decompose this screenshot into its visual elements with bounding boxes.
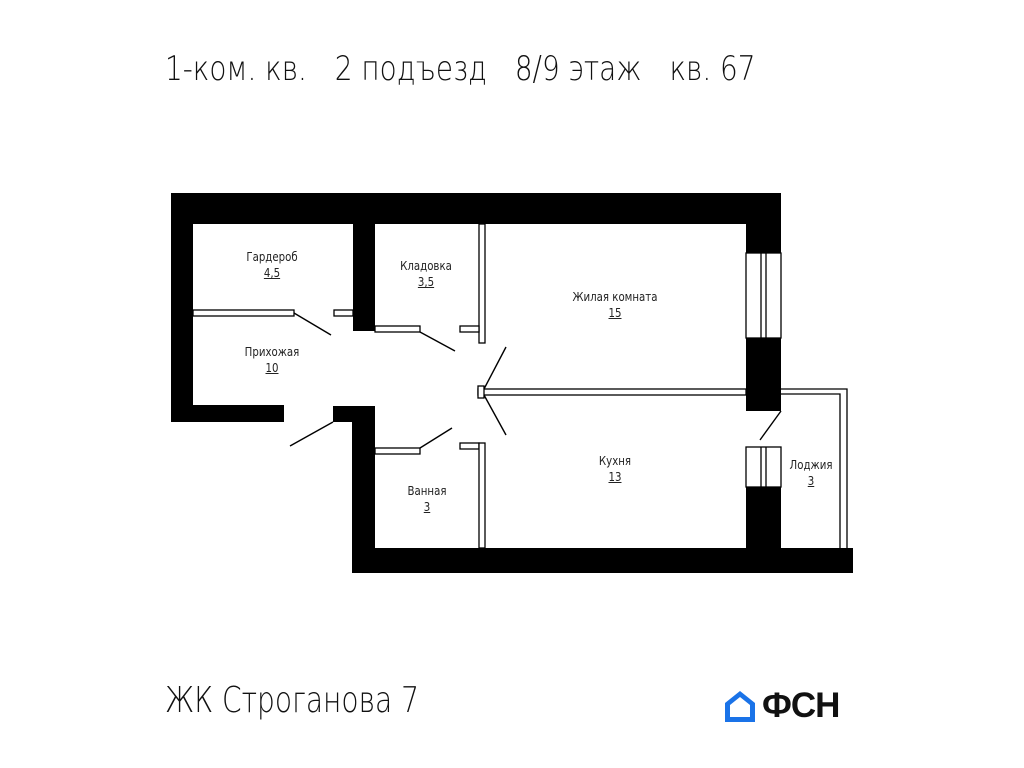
apartment-number: кв. 67 <box>669 49 756 89</box>
logo-text: ФСН <box>762 686 840 725</box>
room-area: 3 <box>423 500 431 514</box>
room-name: Гардероб <box>246 250 298 264</box>
room-wardrobe: Гардероб 4,5 <box>238 249 306 281</box>
room-area: 15 <box>608 306 622 320</box>
partitions <box>192 223 848 549</box>
entrance-number: 2 подъезд <box>334 49 487 89</box>
room-bathroom: Ванная 3 <box>393 483 461 515</box>
room-name: Ванная <box>407 484 447 498</box>
room-hallway: Прихожая 10 <box>238 344 306 376</box>
brand-logo: ФСН <box>724 686 840 726</box>
door-swings <box>289 312 782 449</box>
room-name: Прихожая <box>244 345 300 359</box>
room-loggia: Лоджия 3 <box>785 457 838 489</box>
room-name: Кладовка <box>400 259 452 273</box>
walls <box>171 193 853 573</box>
windows <box>745 252 782 488</box>
room-storage: Кладовка 3,5 <box>392 258 460 290</box>
floor-number: 8/9 этаж <box>514 49 642 89</box>
house-icon <box>725 690 755 722</box>
room-area: 10 <box>265 361 279 375</box>
complex-name: ЖК Строганова 7 <box>165 680 420 721</box>
room-name: Жилая комната <box>572 290 658 304</box>
room-living: Жилая комната 15 <box>564 289 666 321</box>
room-area: 3,5 <box>417 275 435 289</box>
room-name: Лоджия <box>789 458 833 472</box>
room-area: 4,5 <box>263 266 281 280</box>
room-kitchen: Кухня 13 <box>581 453 649 485</box>
room-area: 3 <box>807 474 815 488</box>
room-area: 13 <box>608 470 622 484</box>
room-name: Кухня <box>598 454 632 468</box>
plan-header: 1-ком. кв. 2 подъезд 8/9 этаж кв. 67 <box>165 44 783 94</box>
rooms-type: 1-ком. кв. <box>165 49 307 89</box>
